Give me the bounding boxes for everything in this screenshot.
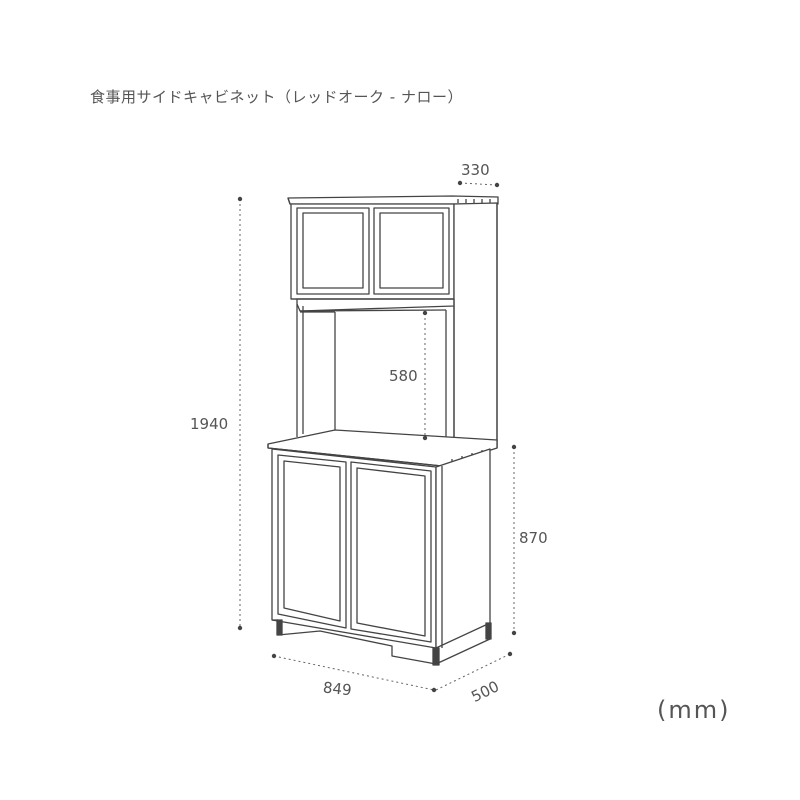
depth-lower-end-dot: [507, 651, 513, 657]
gap-height-end-dot: [422, 435, 428, 441]
lower-right-door: [350, 461, 432, 643]
width-line: [273, 655, 435, 691]
upper-left-door: [296, 207, 370, 295]
page-title: 食事用サイドキャビネット（レッドオーク - ナロー）: [90, 88, 463, 106]
depth-top-end-dot: [494, 182, 500, 188]
lower-left-door: [277, 454, 347, 629]
gap-height-label: 580: [389, 367, 418, 385]
upper-right-door: [373, 207, 450, 295]
depth-lower-line: [435, 653, 511, 691]
width-label: 849: [322, 678, 352, 699]
depth-top-start-dot: [457, 180, 463, 186]
unit-label: (mm): [657, 696, 731, 724]
lower-cabinet: [267, 429, 498, 666]
depth-lower-label: 500: [468, 677, 502, 706]
width-end-dot: [431, 687, 437, 693]
gap-height-start-dot: [422, 310, 428, 316]
width-start-dot: [271, 653, 277, 659]
height-total-start-dot: [237, 196, 243, 202]
height-lower-start-dot: [511, 444, 517, 450]
depth-top-label: 330: [461, 161, 490, 179]
depth-top-line: [459, 182, 498, 186]
upper-hutch: [287, 195, 499, 449]
height-total-end-dot: [237, 625, 243, 631]
height-lower-end-dot: [511, 630, 517, 636]
height-lower-label: 870: [519, 529, 548, 547]
height-total-label: 1940: [190, 415, 228, 433]
